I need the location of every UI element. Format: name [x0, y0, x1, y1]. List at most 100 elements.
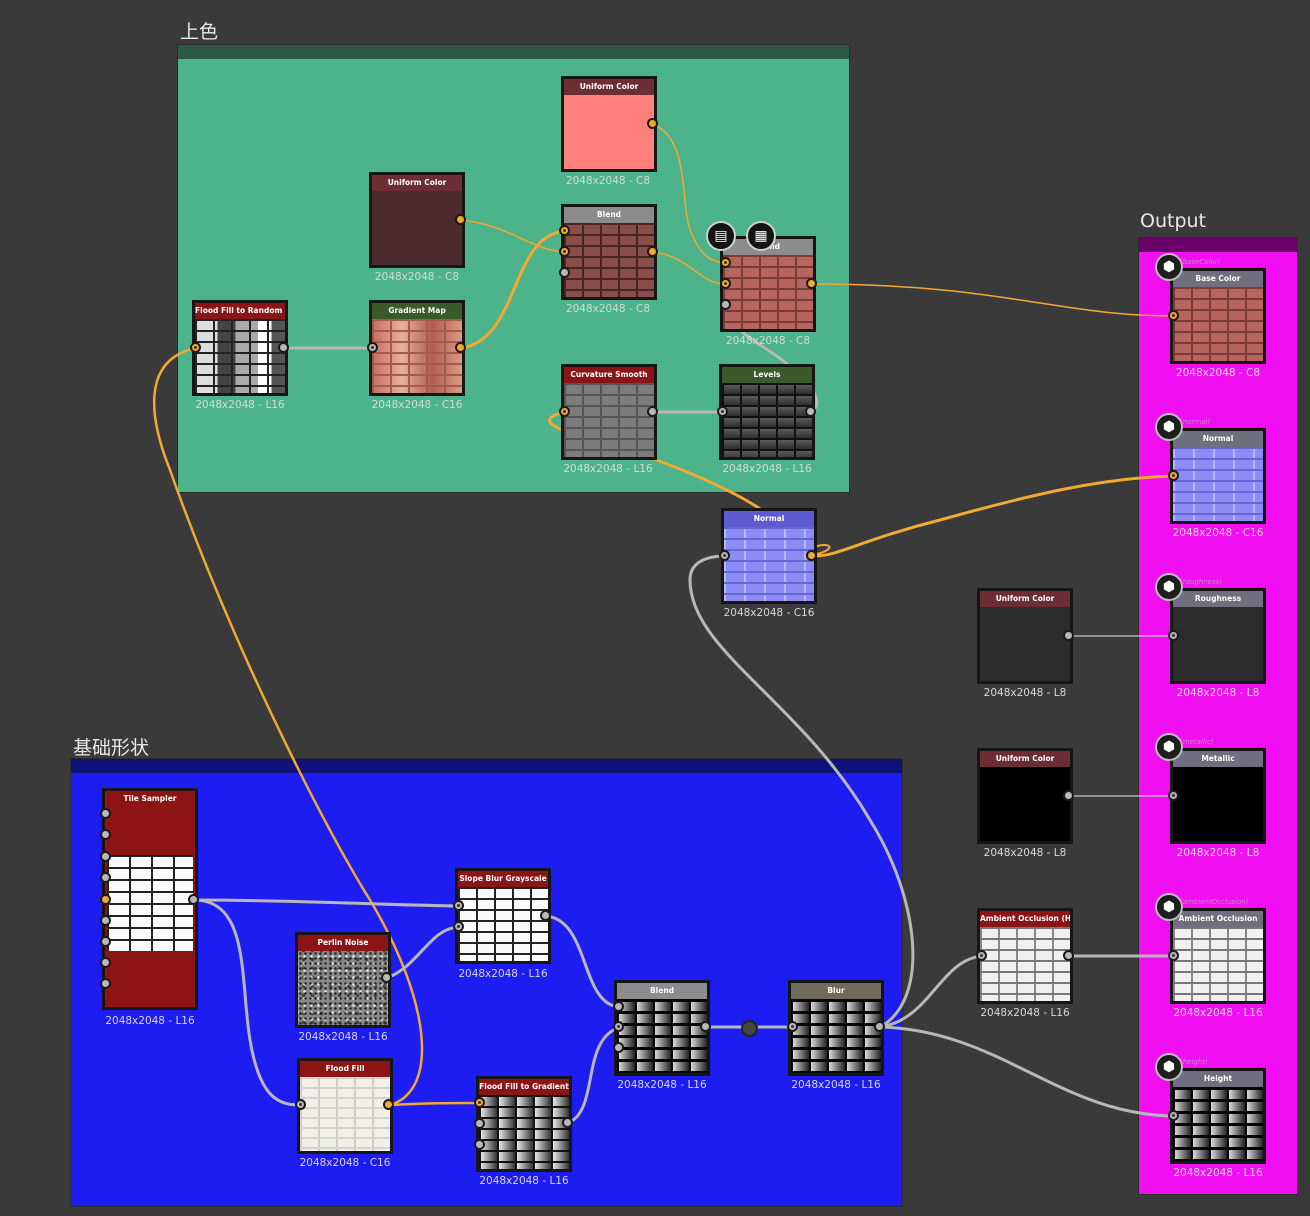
input-port[interactable] — [190, 342, 201, 353]
cube-icon[interactable]: ⬢ — [1155, 733, 1183, 761]
output-port[interactable] — [874, 1021, 885, 1032]
node-uniform-color-dark[interactable]: Uniform Color — [369, 172, 465, 268]
output-port[interactable] — [278, 342, 289, 353]
input-port-background[interactable] — [613, 1021, 624, 1032]
input-port[interactable] — [1168, 1110, 1179, 1121]
input-port-3[interactable] — [100, 851, 111, 862]
node-levels[interactable]: Levels — [719, 364, 815, 460]
frame-output-bar[interactable] — [1139, 238, 1297, 252]
input-port-background[interactable] — [559, 246, 570, 257]
node-uniform-color-pink[interactable]: Uniform Color — [561, 76, 657, 172]
node-blend-final[interactable]: Blend — [720, 236, 816, 332]
input-port-5[interactable] — [100, 894, 111, 905]
cube-icon[interactable]: ⬢ — [1155, 253, 1183, 281]
node-title: Normal — [1173, 431, 1263, 447]
node-uniform-color-metallic[interactable]: Uniform Color — [977, 748, 1073, 844]
node-curvature-smooth[interactable]: Curvature Smooth — [561, 364, 657, 460]
input-port[interactable] — [787, 1021, 798, 1032]
node-flood-fill-random[interactable]: Flood Fill to Random ... — [192, 300, 288, 396]
input-port[interactable] — [1168, 950, 1179, 961]
node-flood-fill[interactable]: Flood Fill — [297, 1058, 393, 1154]
input-port-7[interactable] — [100, 936, 111, 947]
output-node-metallic[interactable]: Metallic — [1170, 748, 1266, 844]
node-blend-shape[interactable]: Blend — [614, 980, 710, 1076]
input-port[interactable] — [1168, 630, 1179, 641]
cube-icon[interactable]: ⬢ — [1155, 573, 1183, 601]
output-port[interactable] — [455, 214, 466, 225]
output-port[interactable] — [1063, 630, 1074, 641]
input-port-4[interactable] — [100, 872, 111, 883]
input-port-source[interactable] — [453, 900, 464, 911]
node-ambient-occlusion-hbao[interactable]: Ambient Occlusion (H... — [977, 908, 1073, 1004]
node-title: Flood Fill to Random ... — [195, 303, 285, 319]
input-port-foreground[interactable] — [559, 225, 570, 236]
document-icon[interactable]: ▤ — [706, 221, 736, 251]
frame-base-shape-bar[interactable] — [71, 759, 902, 773]
output-port[interactable] — [562, 1117, 573, 1128]
output-port[interactable] — [647, 406, 658, 417]
node-title: Ambient Occlusion (H... — [980, 911, 1070, 927]
node-blend-color[interactable]: Blend — [561, 204, 657, 300]
output-port[interactable] — [647, 118, 658, 129]
input-port-9[interactable] — [100, 978, 111, 989]
cube-icon[interactable]: ⬢ — [1155, 893, 1183, 921]
input-port-mask[interactable] — [559, 267, 570, 278]
input-port[interactable] — [717, 406, 728, 417]
input-port-1[interactable] — [100, 808, 111, 819]
output-port[interactable] — [455, 342, 466, 353]
output-port[interactable] — [700, 1021, 711, 1032]
output-port[interactable] — [188, 894, 199, 905]
node-gradient-map[interactable]: Gradient Map — [369, 300, 465, 396]
node-preview — [723, 255, 813, 329]
output-port[interactable] — [383, 1099, 394, 1110]
node-uniform-color-roughness[interactable]: Uniform Color — [977, 588, 1073, 684]
output-node-normal[interactable]: Normal — [1170, 428, 1266, 524]
input-port-3[interactable] — [474, 1139, 485, 1150]
output-port[interactable] — [806, 550, 817, 561]
output-port[interactable] — [806, 278, 817, 289]
output-port[interactable] — [647, 246, 658, 257]
frame-title-coloring: 上色 — [180, 21, 219, 43]
frame-output[interactable] — [1138, 237, 1298, 1195]
node-perlin-noise[interactable]: Perlin Noise — [295, 932, 391, 1028]
output-port[interactable] — [540, 910, 551, 921]
output-node-roughness[interactable]: Roughness — [1170, 588, 1266, 684]
input-port-foreground[interactable] — [720, 257, 731, 268]
output-port[interactable] — [381, 972, 392, 983]
output-node-base-color[interactable]: Base Color — [1170, 268, 1266, 364]
node-blur[interactable]: Blur — [788, 980, 884, 1076]
output-node-height[interactable]: Height — [1170, 1068, 1266, 1164]
input-port-mask[interactable] — [613, 1042, 624, 1053]
input-port[interactable] — [367, 342, 378, 353]
input-port-2[interactable] — [474, 1118, 485, 1129]
checker-icon[interactable]: ▦ — [746, 221, 776, 251]
node-normal[interactable]: Normal — [721, 508, 817, 604]
input-port-1[interactable] — [474, 1097, 485, 1108]
input-port-foreground[interactable] — [613, 1001, 624, 1012]
input-port-8[interactable] — [100, 957, 111, 968]
input-port[interactable] — [719, 550, 730, 561]
input-port[interactable] — [1168, 790, 1179, 801]
reroute-dot[interactable] — [741, 1020, 758, 1037]
output-node-ambient-occlusion[interactable]: Ambient Occlusion — [1170, 908, 1266, 1004]
output-port[interactable] — [805, 406, 816, 417]
input-port-slope[interactable] — [453, 921, 464, 932]
output-port[interactable] — [1063, 950, 1074, 961]
input-port[interactable] — [1168, 470, 1179, 481]
frame-coloring-bar[interactable] — [178, 45, 849, 59]
input-port[interactable] — [559, 406, 570, 417]
cube-icon[interactable]: ⬢ — [1155, 413, 1183, 441]
input-port-background[interactable] — [720, 278, 731, 289]
node-slope-blur-grayscale[interactable]: Slope Blur Grayscale — [455, 868, 551, 964]
cube-icon[interactable]: ⬢ — [1155, 1053, 1183, 1081]
input-port[interactable] — [1168, 310, 1179, 321]
node-tile-sampler[interactable]: Tile Sampler — [102, 788, 198, 1010]
input-port[interactable] — [295, 1099, 306, 1110]
input-port[interactable] — [976, 950, 987, 961]
input-port-mask[interactable] — [720, 299, 731, 310]
output-port[interactable] — [1063, 790, 1074, 801]
frame-title-output: Output — [1140, 210, 1206, 232]
node-flood-fill-gradient[interactable]: Flood Fill to Gradient — [476, 1076, 572, 1172]
input-port-6[interactable] — [100, 915, 111, 926]
input-port-2[interactable] — [100, 829, 111, 840]
